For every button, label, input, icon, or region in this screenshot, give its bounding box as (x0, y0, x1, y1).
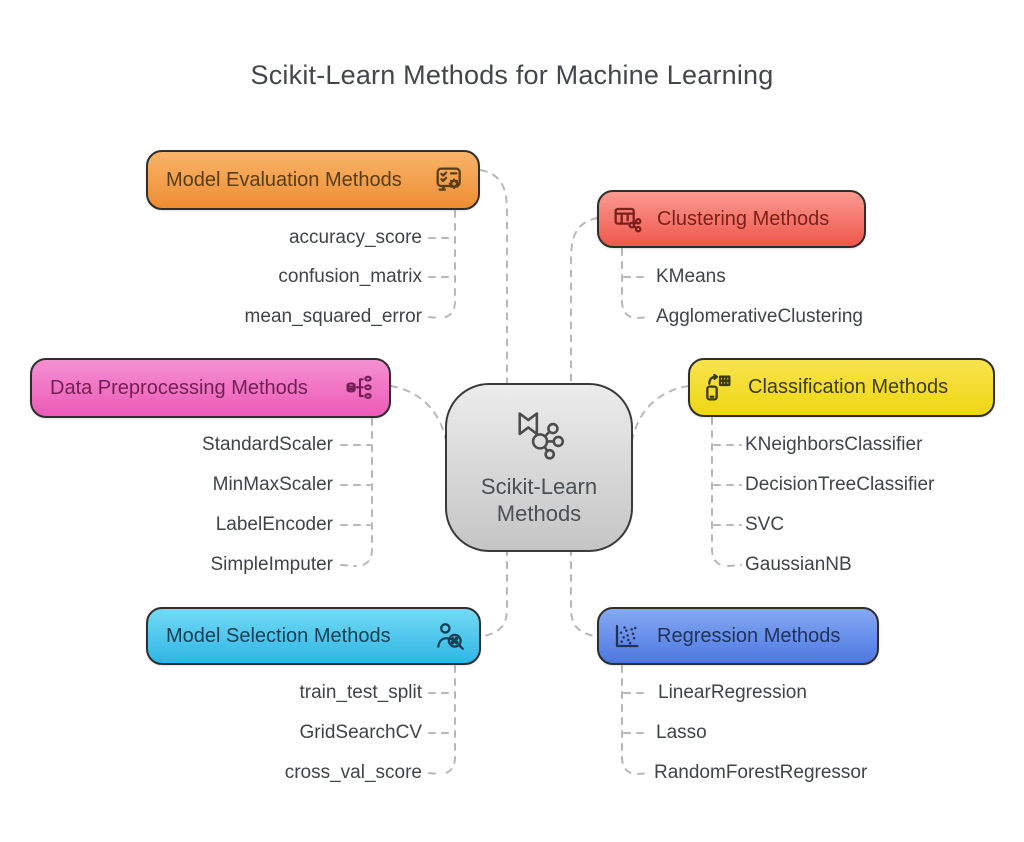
connector-center-to-data-preprocessing (390, 385, 447, 442)
node-label: Clustering Methods (657, 207, 830, 230)
spine-data-preprocessing (357, 418, 373, 567)
center-label: Scikit-Learn Methods (480, 474, 598, 526)
method-item: mean_squared_error (244, 306, 422, 327)
connector-center-to-clustering (570, 217, 598, 387)
method-item: SVC (745, 514, 785, 535)
node-label: Model Selection Methods (166, 624, 391, 647)
connector-center-to-model-selection (479, 548, 508, 638)
person-search-icon (434, 620, 466, 652)
item-ticks-model-selection (428, 692, 455, 775)
book-network-icon (503, 405, 575, 465)
node-regression: Regression Methods (597, 607, 879, 665)
method-item: AgglomerativeClustering (656, 306, 863, 327)
table-cluster-icon (611, 203, 643, 235)
node-data-preprocessing: Data Preprocessing Methods (30, 358, 391, 418)
node-classification: Classification Methods (688, 358, 995, 417)
method-item: confusion_matrix (278, 266, 422, 287)
phone-grid-icon (702, 372, 734, 404)
database-branch-icon (344, 372, 376, 404)
method-item: StandardScaler (202, 434, 333, 455)
connector-center-to-model-evaluation (480, 169, 508, 387)
method-item: DecisionTreeClassifier (745, 474, 935, 495)
item-ticks-data-preprocessing (340, 444, 371, 567)
method-item: GaussianNB (745, 554, 852, 575)
method-item: LinearRegression (658, 682, 807, 703)
node-model-selection: Model Selection Methods (146, 607, 481, 665)
method-item: LabelEncoder (215, 514, 333, 535)
item-ticks-regression (623, 692, 650, 775)
connector-center-to-regression (570, 548, 599, 638)
connector-center-to-classification (631, 385, 689, 442)
scatter-plot-icon (611, 620, 643, 652)
spine-model-evaluation (440, 210, 456, 319)
method-item: Lasso (656, 722, 707, 743)
node-center-scikit-learn: Scikit-Learn Methods (445, 383, 633, 552)
method-item: GridSearchCV (299, 722, 423, 743)
method-item: accuracy_score (288, 227, 422, 248)
spine-clustering (621, 248, 637, 319)
spine-model-selection (440, 665, 456, 775)
method-item: train_test_split (299, 682, 422, 703)
method-item: MinMaxScaler (212, 474, 333, 495)
item-ticks-clustering (623, 276, 650, 319)
method-item: SimpleImputer (210, 554, 334, 575)
node-label: Classification Methods (748, 376, 949, 398)
method-item: KNeighborsClassifier (745, 434, 923, 455)
method-item: cross_val_score (284, 762, 422, 783)
spine-classification (711, 417, 727, 567)
node-label: Regression Methods (657, 624, 841, 647)
method-item: KMeans (656, 266, 726, 287)
node-label: Model Evaluation Methods (166, 168, 402, 191)
item-ticks-model-evaluation (428, 237, 455, 319)
node-clustering: Clustering Methods (597, 190, 866, 248)
page-title: Scikit-Learn Methods for Machine Learnin… (250, 60, 774, 90)
spine-regression (621, 665, 637, 775)
node-label: Data Preprocessing Methods (50, 376, 308, 399)
item-ticks-classification (713, 444, 742, 567)
node-model-evaluation: Model Evaluation Methods (146, 150, 480, 210)
method-item: RandomForestRegressor (654, 762, 868, 783)
checklist-gear-icon (433, 164, 465, 196)
